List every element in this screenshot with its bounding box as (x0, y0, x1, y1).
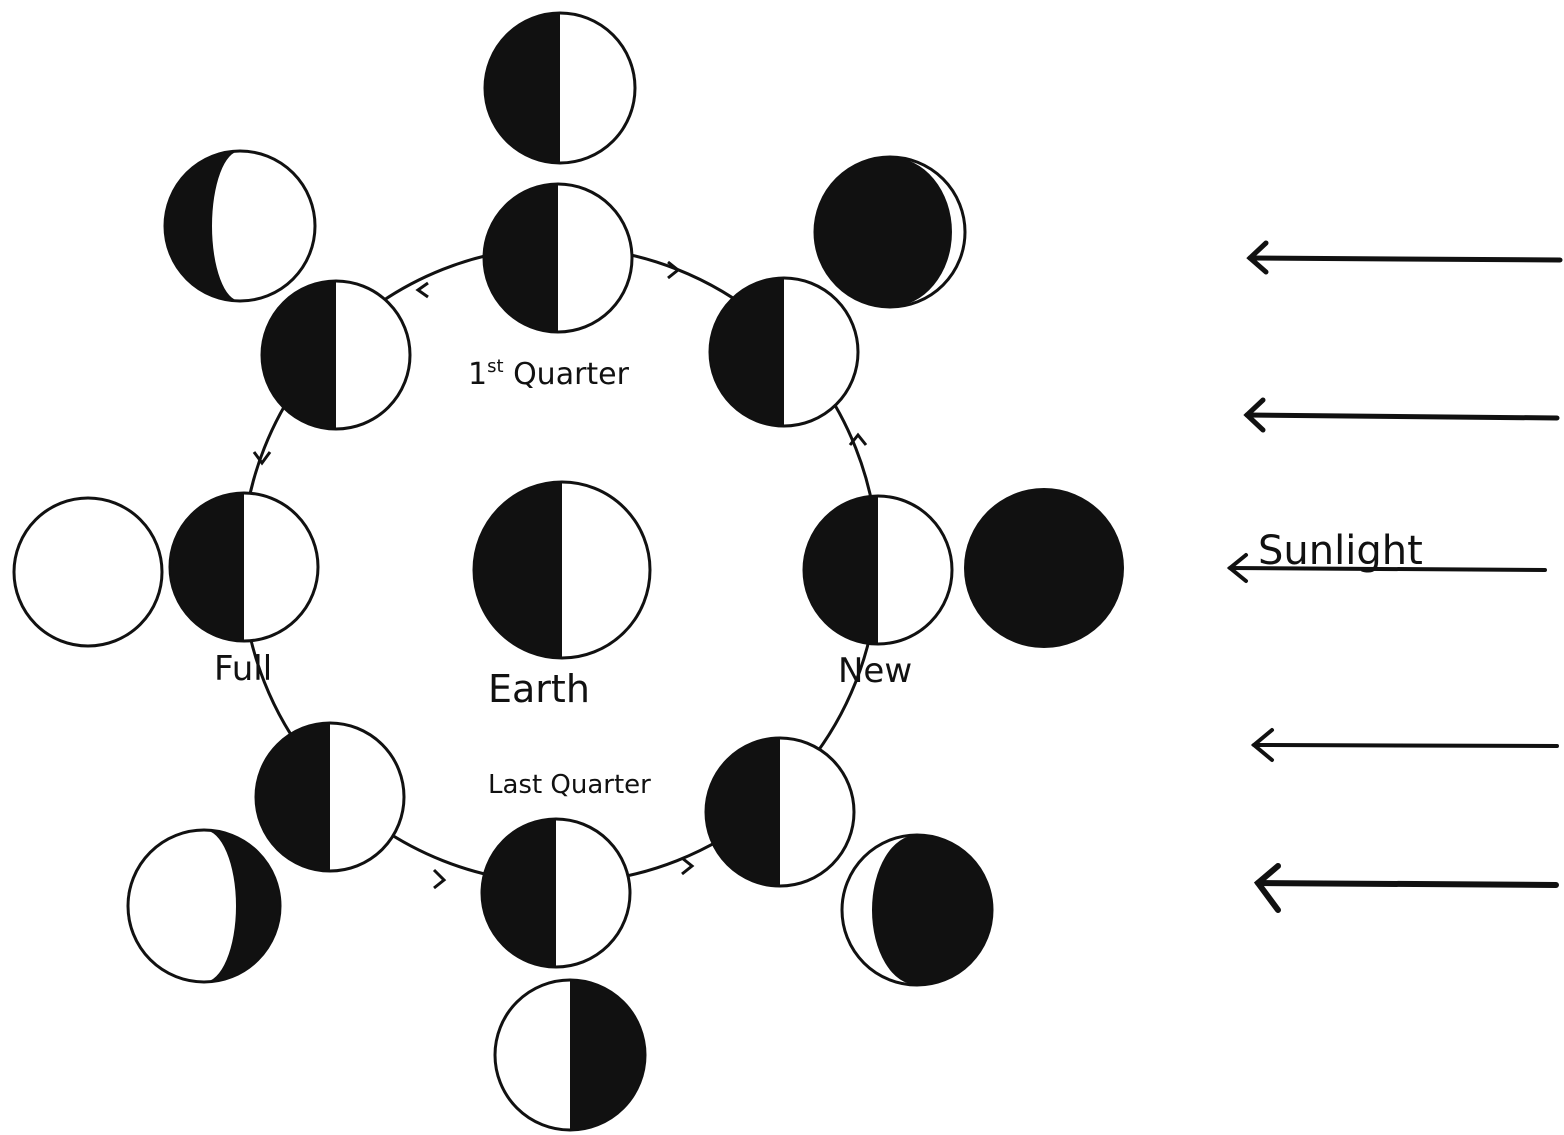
phase-new (964, 488, 1124, 648)
orbit-arrow-icon (667, 260, 681, 280)
phase-full (12, 496, 164, 648)
orbit-arrow-icon (848, 432, 868, 446)
orbit-direction-arrows (252, 260, 868, 890)
inner-moon-1st-quarter (482, 182, 634, 334)
label-first-quarter-text: Quarter (504, 357, 630, 392)
sunlight-arrow-icon (1226, 553, 1547, 583)
inner-moon-waxing-gibbous (260, 279, 412, 431)
label-sunlight: Sunlight (1258, 528, 1423, 574)
inner-moon-full (168, 491, 320, 643)
sunlight-arrow-icon (1243, 397, 1560, 433)
inner-moon-last-quarter (480, 817, 632, 969)
orbit-arrow-icon (681, 856, 695, 876)
label-first-quarter: 1st Quarter (468, 356, 630, 392)
inner-moon-waning-gibbous (254, 721, 406, 873)
sunlight-arrows (1226, 240, 1563, 913)
label-first-quarter-superscript: st (487, 356, 503, 377)
inner-moon-new (802, 494, 954, 646)
label-full: Full (214, 649, 272, 689)
label-last-quarter: Last Quarter (488, 770, 651, 800)
phase-waning-crescent (840, 833, 994, 987)
label-new: New (838, 651, 912, 691)
sunlight-arrow-icon (1253, 863, 1559, 913)
orbit-arrow-icon (252, 451, 272, 466)
sunlight-arrow-icon (1246, 240, 1563, 275)
orbit-arrow-icon (432, 868, 447, 890)
phase-last-quarter (493, 978, 647, 1132)
orbit-arrow-icon (415, 281, 429, 299)
label-first-quarter-number: 1 (468, 357, 487, 392)
inner-moon-waning-crescent (704, 736, 856, 888)
phase-waning-gibbous (126, 828, 282, 984)
phase-first-quarter (483, 11, 637, 165)
phase-waxing-gibbous (163, 149, 317, 303)
inner-moon-waxing-crescent (708, 276, 860, 428)
label-earth: Earth (488, 667, 590, 711)
earth (472, 480, 652, 660)
sunlight-arrow-icon (1250, 728, 1559, 762)
phase-waxing-crescent (813, 155, 967, 309)
